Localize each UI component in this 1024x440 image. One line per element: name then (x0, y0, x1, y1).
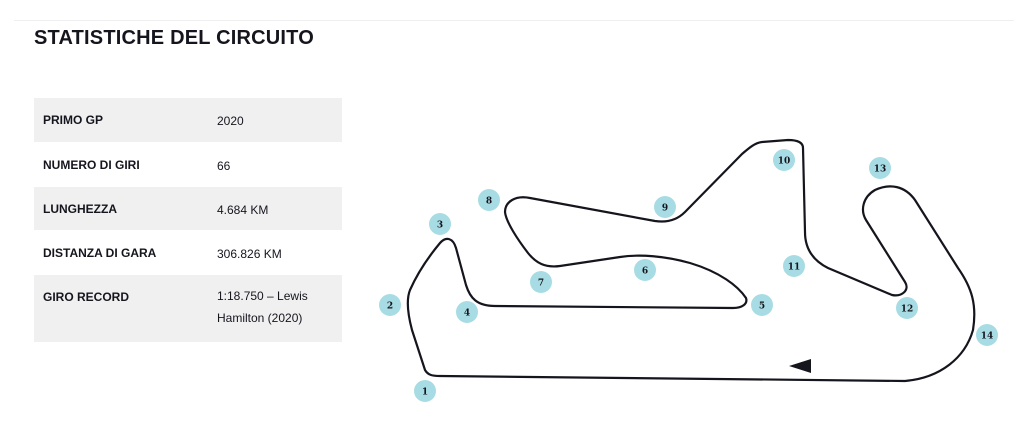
turn-number: 6 (642, 267, 648, 277)
stats-label: NUMERO DI GIRI (43, 157, 140, 172)
turn-marker-7: 7 (530, 271, 552, 293)
turn-number: 5 (759, 302, 765, 312)
stats-value: 66 (217, 158, 231, 173)
turn-marker-14: 14 (976, 324, 998, 346)
turn-marker-1: 1 (414, 380, 436, 402)
turn-marker-2: 2 (379, 294, 401, 316)
turn-marker-9: 9 (654, 196, 676, 218)
turn-number: 13 (874, 165, 887, 175)
turn-marker-11: 11 (783, 255, 805, 277)
stats-row-length: LUNGHEZZA 4.684 KM (34, 186, 342, 230)
turn-number: 12 (901, 305, 914, 315)
turn-marker-3: 3 (429, 213, 451, 235)
turn-number: 2 (387, 302, 393, 312)
track-outline (406, 138, 976, 383)
turn-number: 10 (778, 157, 791, 167)
stats-value: 4.684 KM (217, 202, 269, 217)
stats-label: PRIMO GP (43, 113, 104, 127)
turn-number: 14 (981, 332, 994, 342)
stats-label: LUNGHEZZA (43, 201, 117, 216)
top-divider (14, 20, 1014, 21)
stats-row-laps: NUMERO DI GIRI 66 (34, 142, 342, 186)
turn-number: 4 (464, 309, 470, 319)
turn-marker-4: 4 (456, 301, 478, 323)
stats-value: 1:18.750 – Lewis Hamilton (2020) (217, 288, 308, 325)
turn-marker-5: 5 (751, 294, 773, 316)
turn-number: 7 (538, 279, 544, 289)
turn-marker-13: 13 (869, 157, 891, 179)
section-title: STATISTICHE DEL CIRCUITO (34, 27, 314, 49)
turn-marker-10: 10 (773, 149, 795, 171)
stats-row-first-gp: PRIMO GP 2020 (34, 98, 342, 142)
turn-marker-6: 6 (634, 259, 656, 281)
stats-label: GIRO RECORD (43, 289, 130, 304)
stats-row-lap-record: GIRO RECORD 1:18.750 – Lewis Hamilton (2… (34, 274, 342, 342)
circuit-stats-table: PRIMO GP 2020 NUMERO DI GIRI 66 LUNGHEZZ… (34, 98, 342, 343)
stats-row-race-distance: DISTANZA DI GARA 306.826 KM (34, 230, 342, 274)
turn-number: 11 (788, 263, 801, 273)
turn-number: 3 (437, 221, 443, 231)
stats-value: 2020 (217, 114, 244, 128)
stats-value: 306.826 KM (217, 246, 282, 261)
turn-marker-12: 12 (896, 297, 918, 319)
circuit-map-svg: 1 2 3 4 5 6 7 (379, 138, 998, 402)
turn-marker-8: 8 (478, 189, 500, 211)
stats-label: DISTANZA DI GARA (43, 245, 157, 260)
circuit-map: 1 2 3 4 5 6 7 (360, 110, 1010, 430)
direction-arrow-icon (789, 359, 811, 373)
turn-number: 1 (422, 388, 428, 398)
turn-number: 8 (486, 197, 492, 207)
turn-number: 9 (662, 204, 668, 214)
